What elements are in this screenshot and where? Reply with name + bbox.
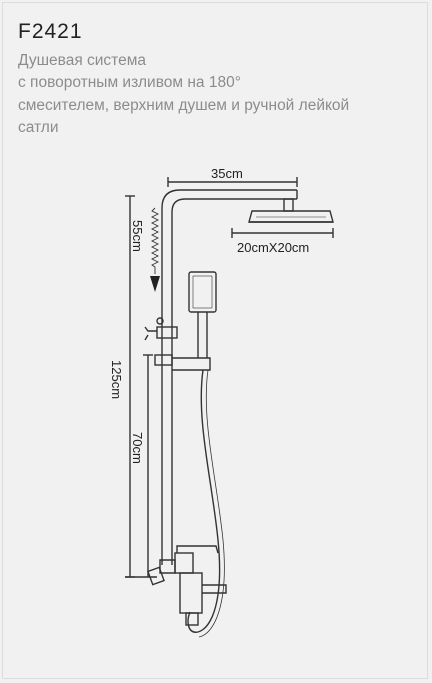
shower-hose <box>187 369 221 633</box>
hand-shower-handle <box>197 312 208 358</box>
description-line-1: Душевая система <box>18 52 147 69</box>
head-size-label: 20cmX20cm <box>237 240 309 255</box>
total-height-label: 125cm <box>109 360 124 399</box>
description-line-4: сатли <box>18 119 59 136</box>
rain-shower-head <box>248 210 334 223</box>
diverter-connector <box>156 326 178 339</box>
description-line-2: с поворотным изливом на 180° <box>18 74 241 91</box>
diverter-knob <box>144 326 157 341</box>
head-connector <box>283 198 294 212</box>
model-number: F2421 <box>18 20 83 43</box>
down-arrow-icon <box>150 276 160 292</box>
height-adjust-label: 55cm <box>130 220 145 252</box>
mixer-body-top <box>174 552 194 574</box>
riser-pipe-inner <box>171 198 297 350</box>
mixer-body <box>179 572 203 614</box>
hand-shower-head <box>188 271 217 313</box>
card-frame <box>2 2 428 679</box>
mixer-spout <box>202 584 227 594</box>
riser-pipe-outer <box>161 189 297 350</box>
handshower-holder <box>154 354 173 366</box>
description-line-3: смесителем, верхним душем и ручной лейко… <box>18 97 350 114</box>
arm-length-label: 35cm <box>211 166 243 181</box>
mixer-to-holder-label: 70cm <box>130 432 145 464</box>
mixer-lever <box>176 545 219 554</box>
holder-bracket <box>172 357 211 371</box>
mixer-outlet <box>185 612 199 626</box>
wall-connector <box>147 566 165 586</box>
adjustment-spring <box>150 207 160 274</box>
